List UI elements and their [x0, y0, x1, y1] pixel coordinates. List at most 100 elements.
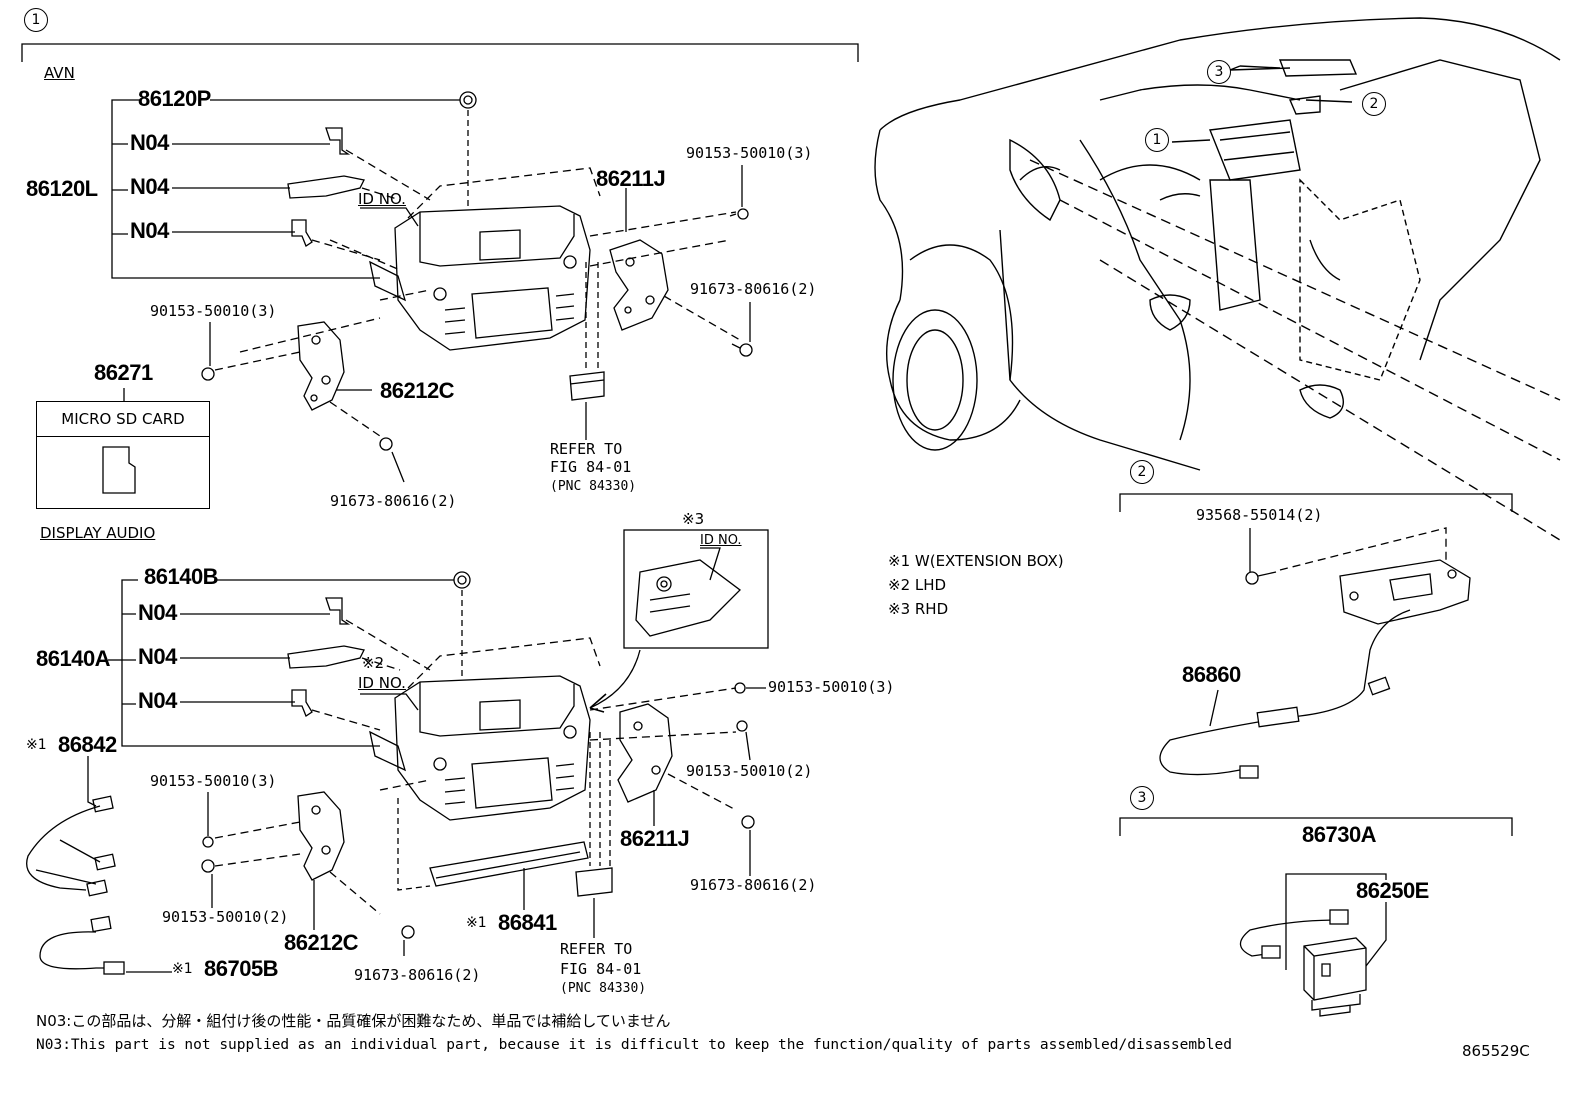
callout-1: 1: [24, 8, 48, 32]
part-91673-80616-avn-right: 91673-80616(2): [690, 280, 817, 298]
da-bolt-top-icon: [734, 682, 746, 694]
avn-bolt-top-icon: [729, 208, 749, 220]
rhd-inset-unit-icon: [635, 547, 741, 637]
da-bolt-left-bot-icon: [201, 859, 215, 873]
sec2-harness-86860-icon: [1159, 609, 1411, 779]
da-screw-bottom-icon: [401, 925, 415, 939]
section-1-bracket: [21, 43, 859, 62]
avn-bolt-left-icon: [201, 367, 215, 381]
part-86211J-da: 86211J: [620, 826, 690, 851]
avn-grommet-icon: [459, 91, 477, 109]
da-extension-box-86841-icon: [429, 841, 589, 887]
da-refer-line-2: FIG 84-01: [560, 960, 642, 978]
da-screw-right-icon: [741, 815, 755, 829]
section-3-bracket: [1119, 817, 1513, 836]
avn-clip-b-icon: [287, 175, 365, 199]
sec3-harness-86730A-icon: [1239, 909, 1349, 959]
part-n04-da-b: N04: [138, 644, 177, 669]
avn-bracket-86211J-icon: [609, 239, 669, 331]
micro-sd-card-box: MICRO SD CARD: [36, 401, 210, 509]
da-harness-86842-icon: [26, 756, 116, 897]
da-clip-c-icon: [291, 689, 313, 717]
da-clip-b-icon: [287, 645, 365, 669]
da-id-no-label: ID NO.: [358, 674, 406, 692]
part-90153-50010-avn-top: 90153-50010(3): [686, 144, 813, 162]
part-86140B: 86140B: [144, 564, 219, 589]
avn-screw-bottom-icon: [379, 437, 393, 451]
note-n03-english: N03:This part is not supplied as an indi…: [36, 1037, 1232, 1053]
section-2-bracket: [1119, 493, 1513, 512]
da-inset-arrow: [589, 649, 641, 709]
rhd-inset-id-no-label: ID NO.: [700, 533, 742, 548]
part-n04-da-a: N04: [138, 600, 177, 625]
avn-id-no-label: ID NO.: [358, 190, 406, 208]
part-86730A: 86730A: [1302, 822, 1377, 847]
avn-refer-line-2: FIG 84-01: [550, 458, 632, 476]
part-86842: 86842: [58, 732, 117, 757]
part-86860: 86860: [1182, 662, 1241, 687]
da-refer-line-3: (PNC 84330): [560, 981, 647, 996]
legend-note-3: ※3 RHD: [888, 600, 949, 618]
part-86120P: 86120P: [138, 86, 211, 111]
note-n03-japanese: N03:この部品は、分解・組付け後の性能・品質確保が困難なため、単品では補給して…: [36, 1012, 671, 1030]
avn-clip-c-icon: [291, 219, 313, 247]
part-86842-mark: ※1: [26, 737, 47, 753]
da-refer-line-1: REFER TO: [560, 940, 633, 958]
section-label-avn: AVN: [44, 64, 75, 82]
da-86140A-leader: [121, 579, 380, 747]
part-91673-80616-da-bottom: 91673-80616(2): [354, 966, 481, 984]
vehicle-interior-illustration: [874, 17, 1561, 541]
part-86841-mark: ※1: [466, 915, 487, 931]
avn-bracket-86212C-icon: [297, 321, 345, 411]
part-n04-avn-a: N04: [130, 130, 169, 155]
part-86705B: 86705B: [204, 956, 279, 981]
sec2-bracket-icon: [1339, 559, 1471, 625]
part-90153-50010-avn-left: 90153-50010(3): [150, 302, 277, 320]
da-switch-icon: [575, 867, 613, 897]
part-n04-avn-b: N04: [130, 174, 169, 199]
legend-note-1: ※1 W(EXTENSION BOX): [888, 552, 1064, 570]
da-bolt-left-top-icon: [202, 836, 214, 848]
part-86140A: 86140A: [36, 646, 111, 671]
avn-refer-line-1: REFER TO: [550, 440, 623, 458]
part-93568-55014: 93568-55014(2): [1196, 506, 1323, 524]
avn-switch-icon: [569, 371, 605, 401]
part-86841: 86841: [498, 910, 557, 935]
part-90153-50010-da-left-bot: 90153-50010(2): [162, 908, 289, 926]
sec3-module-86250E-icon: [1303, 937, 1367, 1017]
da-bolt-right-icon: [736, 720, 748, 732]
avn-screw-right-icon: [731, 343, 753, 357]
callout-2: 2: [1130, 460, 1154, 484]
micro-sd-card-label: MICRO SD CARD: [37, 402, 209, 437]
da-harness-86705B-icon: [39, 915, 125, 975]
part-n04-da-c: N04: [138, 688, 177, 713]
part-86705B-mark: ※1: [172, 961, 193, 977]
section-label-display-audio: DISPLAY AUDIO: [40, 524, 156, 542]
da-bracket-86212C-icon: [297, 791, 345, 881]
vehicle-callout-2: 2: [1362, 92, 1386, 116]
avn-head-unit-icon: [369, 205, 591, 351]
part-90153-50010-da-left-top: 90153-50010(3): [150, 772, 277, 790]
part-90153-50010-da-top: 90153-50010(3): [768, 678, 895, 696]
callout-3: 3: [1130, 786, 1154, 810]
legend-note-2: ※2 LHD: [888, 576, 947, 594]
vehicle-callout-3: 3: [1207, 60, 1231, 84]
avn-clip-a-icon: [325, 127, 351, 155]
figure-number: 865529C: [1462, 1042, 1530, 1060]
avn-refer-line-3: (PNC 84330): [550, 479, 637, 494]
avn-86120L-leader: [111, 99, 380, 279]
part-n04-avn-c: N04: [130, 218, 169, 243]
part-86120L: 86120L: [26, 176, 98, 201]
part-91673-80616-da-right: 91673-80616(2): [690, 876, 817, 894]
part-86211J-avn: 86211J: [596, 166, 666, 191]
sec2-bolt-icon: [1245, 571, 1277, 585]
micro-sd-card-icon: [102, 446, 136, 494]
part-86271: 86271: [94, 360, 153, 385]
part-86212C-avn: 86212C: [380, 378, 455, 403]
vehicle-callout-1: 1: [1145, 128, 1169, 152]
da-grommet-icon: [453, 571, 471, 589]
da-head-unit-icon: [369, 675, 591, 821]
part-86250E: 86250E: [1356, 878, 1429, 903]
da-clip-a-icon: [325, 597, 351, 625]
